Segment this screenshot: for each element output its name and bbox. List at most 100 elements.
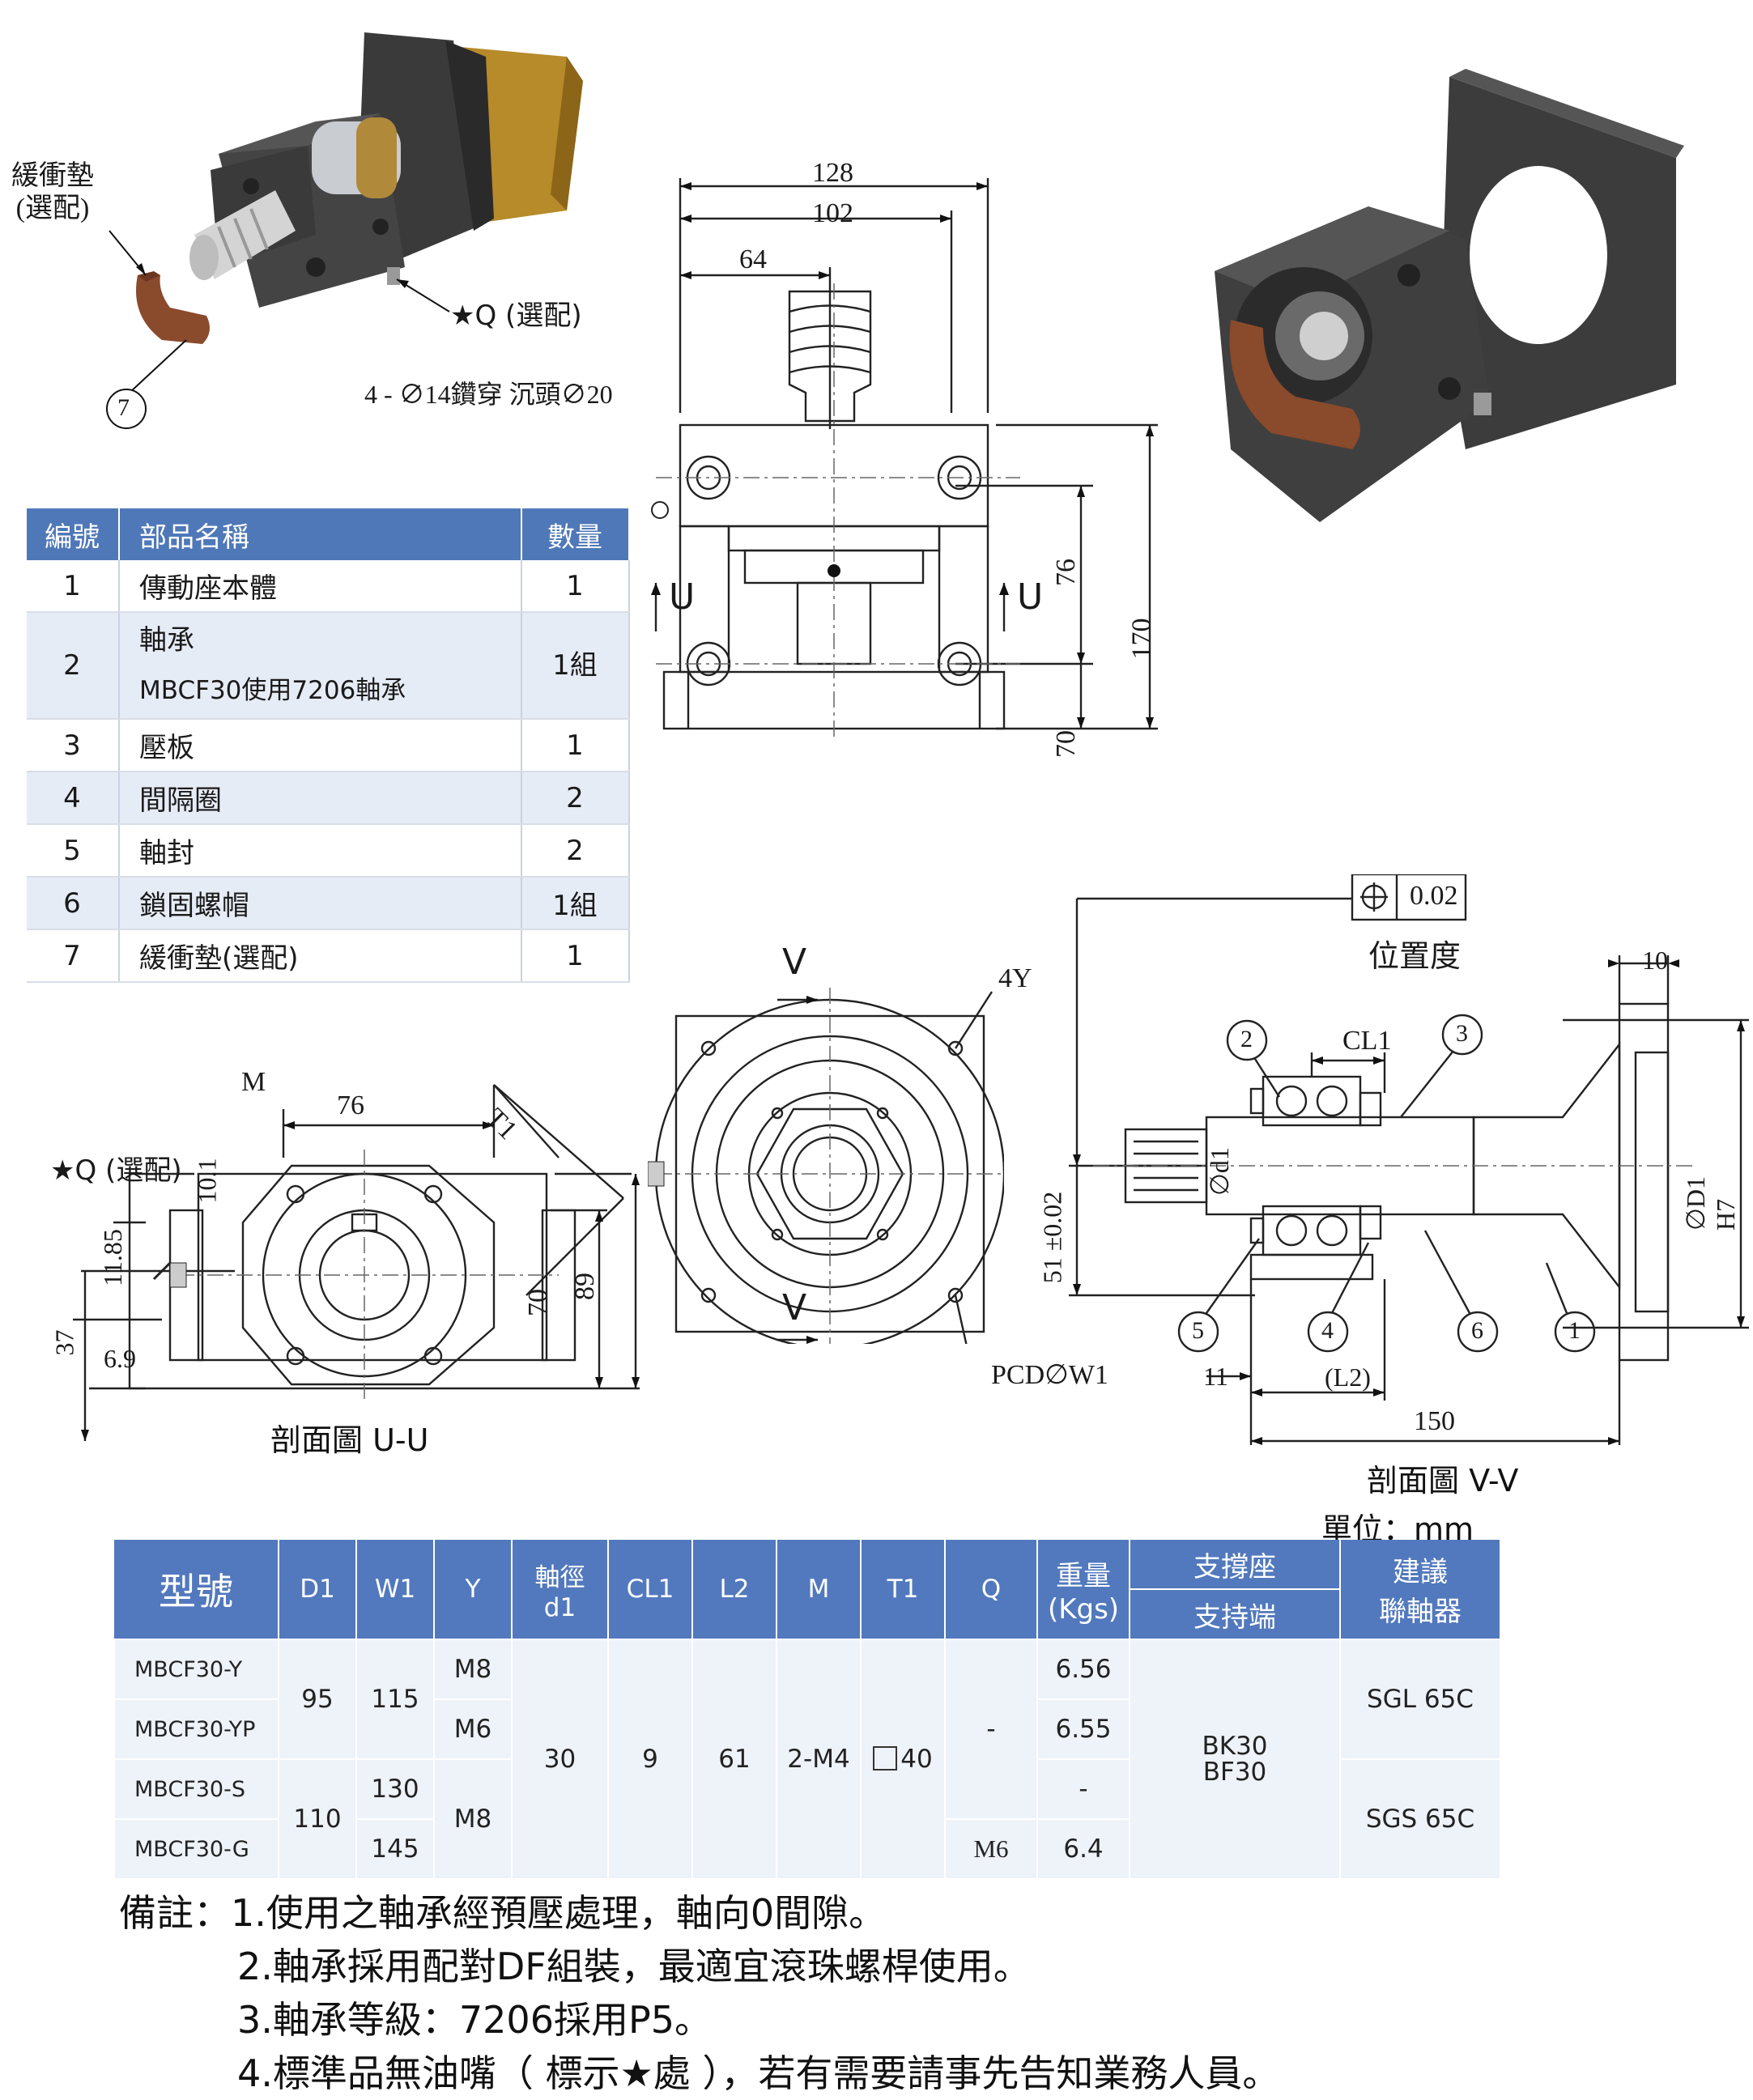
header-l2: L2 [692, 1540, 777, 1639]
m-cell: 2-M4 [776, 1639, 862, 1880]
section-uu-caption: 剖面圖 U-U [270, 1422, 429, 1458]
table-row: MBCF30-G 145 M6 6.4 [113, 1818, 1500, 1880]
section-mark-v-bottom: V [782, 1287, 807, 1328]
dim-128: 128 [812, 158, 853, 188]
part-name-detail: MBCF30使用7206軸承 [139, 676, 406, 705]
part-qty: 1 [521, 560, 630, 613]
model-cell: MBCF30-G [113, 1818, 279, 1880]
table-row: 3 壓板 1 [27, 719, 630, 772]
uu-dim-11-85: 11.85 [97, 1229, 127, 1286]
t1-value: 40 [900, 1745, 933, 1774]
table-row: 2 軸承 MBCF30使用7206軸承 1組 [27, 612, 630, 720]
table-row: MBCF30-Y 95 115 M8 30 9 61 2-M4 40 - 6.5… [113, 1639, 1501, 1880]
weight-cell: 6.56 [1036, 1639, 1130, 1700]
q-cell: - [944, 1639, 1038, 1820]
balloon-4: 4 [1321, 1317, 1334, 1344]
y-cell: M8 [433, 1758, 513, 1880]
spec-header-row: 型號 D1 W1 Y 軸徑 d1 CL1 L2 M T1 Q 重量 (Kgs) … [114, 1540, 1501, 1639]
uu-dim-6-9: 6.9 [104, 1344, 136, 1373]
cushion-pad-text: 緩衝墊 [11, 161, 94, 191]
cushion-optional-text: (選配) [15, 193, 90, 223]
note-line-1: 備註：1.使用之軸承經預壓處理，軸向0間隙。 [119, 1886, 1279, 1940]
part-no: 5 [27, 824, 120, 878]
model-cell: MBCF30-Y [113, 1639, 279, 1700]
vv-dim-D1-h7: ∅D1 H7 [1681, 1176, 1740, 1231]
part-qty: 1組 [521, 612, 630, 720]
header-shaft: 軸徑 d1 [512, 1540, 609, 1639]
d1-cell: 95 [278, 1639, 357, 1760]
header-support-sub: 支持端 [1130, 1588, 1341, 1639]
section-vv-drawing [1069, 874, 1749, 1445]
section-uu-drawing [73, 1084, 640, 1441]
square-icon [873, 1746, 898, 1771]
table-row: 5 軸封 2 [27, 824, 630, 878]
weight-cell: - [1036, 1758, 1130, 1820]
balloon-3: 3 [1456, 1020, 1468, 1047]
part-no: 4 [27, 772, 120, 825]
parts-table-header: 編號 部品名稱 數量 [27, 508, 630, 560]
t1-cell: 40 [860, 1639, 946, 1880]
front-view-drawing [648, 988, 1004, 1344]
w1-cell: 145 [355, 1818, 435, 1880]
weight-cell: 6.4 [1036, 1818, 1130, 1880]
note-3: 3.軸承等級：7206採用P5。 [237, 1998, 712, 2042]
header-w1: W1 [356, 1540, 435, 1639]
position-tolerance-label: 位置度 [1368, 938, 1462, 974]
uu-dim-m: M [241, 1067, 266, 1097]
vv-dim-11: 11 [1203, 1362, 1228, 1391]
table-row: MBCF30-YP M6 6.55 [113, 1698, 1500, 1760]
dim-70-vertical: 70 [1051, 730, 1081, 758]
table-row: 6 鎖固螺帽 1組 [27, 877, 630, 930]
uu-dim-70: 70 [523, 1289, 553, 1316]
q-optional-label: ★Q (選配) [450, 300, 582, 332]
label-pcd: PCD∅W1 [991, 1360, 1108, 1390]
header-coupling-line2: 聯軸器 [1379, 1596, 1462, 1628]
table-row: 4 間隔圈 2 [27, 772, 630, 825]
dim-170-vertical: 170 [1126, 618, 1157, 660]
uu-dim-76: 76 [337, 1090, 364, 1120]
part-qty: 2 [521, 772, 630, 825]
model-cell: MBCF30-S [113, 1758, 279, 1820]
header-q: Q [945, 1540, 1038, 1639]
d1-cell: 110 [278, 1758, 357, 1880]
note-2: 2.軸承採用配對DF組裝，最適宜滾珠螺桿使用。 [237, 1945, 1031, 1988]
header-qty: 數量 [521, 508, 630, 560]
note-4: 4.標準品無油嘴（ 標示★處 ），若有需要請事先告知業務人員。 [237, 2051, 1280, 2095]
part-name: 鎖固螺帽 [119, 877, 522, 930]
header-cl1: CL1 [608, 1540, 693, 1639]
parts-table: 編號 部品名稱 數量 1 傳動座本體 1 2 軸承 MBCF30使用7206軸承… [27, 508, 630, 983]
header-shaft-line2: d1 [543, 1592, 577, 1622]
header-coupling: 建議 聯軸器 [1340, 1540, 1501, 1639]
spec-table: 型號 D1 W1 Y 軸徑 d1 CL1 L2 M T1 Q 重量 (Kgs) … [113, 1540, 1501, 1880]
section-vv-caption: 剖面圖 V-V [1367, 1463, 1519, 1498]
section-mark-v-top: V [782, 942, 807, 983]
notes-prefix: 備註： [119, 1891, 231, 1935]
product-render-right [1215, 69, 1684, 522]
w1-cell: 115 [355, 1639, 435, 1760]
note-1: 1.使用之軸承經預壓處理，軸向0間隙。 [231, 1891, 887, 1935]
vv-dim-d1: ∅d1 [1204, 1147, 1234, 1196]
part-name: 軸承 [139, 624, 194, 657]
header-model: 型號 [114, 1540, 279, 1639]
uu-dim-10-1: 10.1 [192, 1158, 222, 1204]
header-name: 部品名稱 [119, 508, 522, 560]
header-coupling-line1: 建議 [1393, 1556, 1448, 1588]
weight-cell: 6.55 [1036, 1698, 1130, 1760]
vv-dim-150: 150 [1414, 1406, 1455, 1436]
table-row: 1 傳動座本體 1 [27, 560, 630, 613]
balloon-5: 5 [1192, 1317, 1204, 1344]
balloon-6: 6 [1471, 1317, 1483, 1344]
header-weight-line2: (Kgs) [1047, 1592, 1120, 1626]
part-qty: 1 [521, 929, 630, 983]
part-name: 間隔圈 [119, 772, 522, 825]
y-cell: M6 [433, 1698, 513, 1760]
part-name: 軸封 [119, 824, 522, 878]
cl1-cell: 9 [607, 1639, 693, 1880]
hole-note: 4 - ∅14鑽穿 沉頭∅20 [364, 380, 613, 409]
part-qty: 1 [521, 719, 630, 772]
coupling-cell: SGL 65C [1339, 1639, 1501, 1760]
vv-dim-cl1: CL1 [1342, 1026, 1392, 1056]
part-no: 2 [27, 612, 120, 720]
part-no: 7 [27, 929, 120, 983]
header-d1: D1 [279, 1540, 357, 1639]
